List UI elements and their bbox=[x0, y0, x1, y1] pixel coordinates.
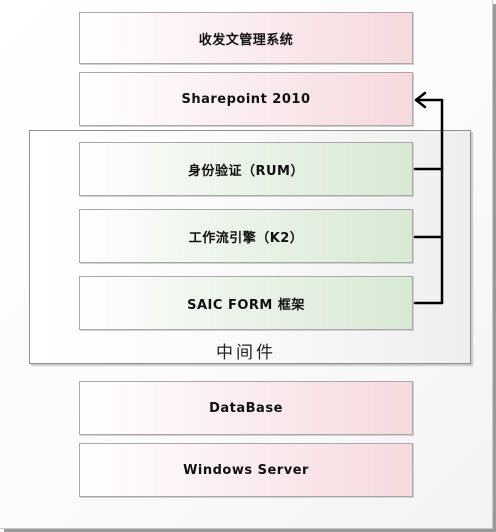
database-box: DataBase bbox=[79, 381, 413, 435]
saic-form-box: SAIC FORM 框架 bbox=[79, 276, 413, 330]
auth-rum-label: 身份验证（RUM） bbox=[187, 163, 304, 179]
workflow-k2-box: 工作流引擎（K2） bbox=[79, 209, 413, 263]
auth-rum-box: 身份验证（RUM） bbox=[79, 142, 413, 196]
saic-form-label: SAIC FORM 框架 bbox=[187, 297, 305, 313]
arrowhead-icon bbox=[414, 91, 427, 109]
database-label: DataBase bbox=[209, 400, 283, 416]
windows-server-label: Windows Server bbox=[183, 462, 309, 478]
windows-server-box: Windows Server bbox=[79, 443, 413, 497]
top-system-label: 收发文管理系统 bbox=[198, 32, 294, 48]
sharepoint-box: Sharepoint 2010 bbox=[79, 72, 413, 126]
sharepoint-label: Sharepoint 2010 bbox=[181, 91, 311, 107]
middleware-group-label: 中间件 bbox=[216, 343, 276, 363]
workflow-k2-label: 工作流引擎（K2） bbox=[188, 230, 304, 246]
top-system-box: 收发文管理系统 bbox=[79, 12, 413, 64]
